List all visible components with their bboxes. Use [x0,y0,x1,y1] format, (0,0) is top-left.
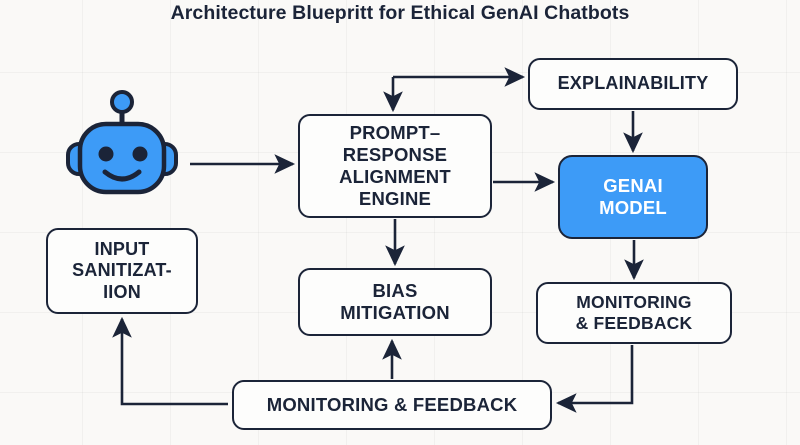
chatbot-robot-icon [66,90,178,195]
node-monitoring-and-feedback-right[interactable]: MONITORING& FEEDBACK [536,282,732,344]
robot-head [77,121,167,195]
node-explainability[interactable]: EXPLAINABILITY [528,58,738,110]
robot-antenna-bulb [110,90,134,114]
edge-monitoring-bottom-to-input [112,316,228,406]
robot-eye-left [98,146,114,162]
node-label: EXPLAINABILITY [557,73,709,94]
node-label: MONITORING & FEEDBACK [266,394,518,416]
robot-eye-right [132,146,148,162]
robot-smile [102,169,142,182]
node-label: MONITORING& FEEDBACK [575,292,693,333]
page-title: Architecture Bluepritt for Ethical GenAI… [170,2,630,24]
edge-monitoring-right-to-bottom [555,345,634,413]
node-monitoring-and-feedback-bottom[interactable]: MONITORING & FEEDBACK [232,380,552,430]
